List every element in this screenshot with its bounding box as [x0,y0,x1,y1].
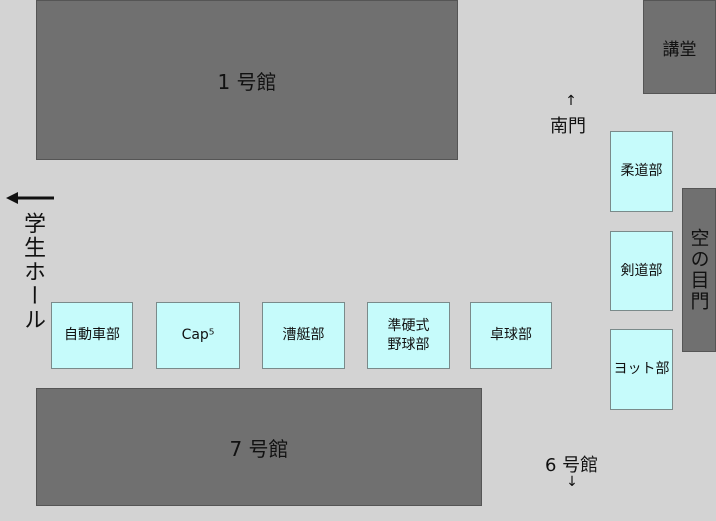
building-6-label: 6 号館 [545,455,599,476]
south-gate-label: 南門 [550,116,586,137]
south-gate-up-arrow-icon: ↑ [565,93,577,109]
club-yacht: ヨット部 [610,329,673,410]
club-cap5-label: Cap⁵ [181,327,215,343]
club-rowing-label: 漕艇部 [282,327,325,343]
building-7-label: 7 号館 [229,436,289,461]
sora-no-mema-gate: 空の目門 [682,188,716,352]
club-softball-baseball-line2: 野球部 [387,336,430,353]
club-judo-label: 柔道部 [620,163,663,179]
building-1-label: 1 号館 [217,69,277,94]
auditorium: 講堂 [643,0,716,94]
club-automobile: 自動車部 [51,302,133,369]
club-rowing: 漕艇部 [262,302,345,369]
student-hall-label: 学生ホール [20,212,45,332]
club-judo: 柔道部 [610,131,673,212]
auditorium-label: 講堂 [662,39,697,60]
club-yacht-label: ヨット部 [613,361,670,377]
club-softball-baseball: 準硬式 野球部 [367,302,450,369]
club-softball-baseball-line1: 準硬式 [387,317,430,334]
club-table-tennis: 卓球部 [470,302,552,369]
building-1: 1 号館 [36,0,458,160]
building-7: 7 号館 [36,388,482,506]
building-6-down-arrow-icon: ↓ [566,474,578,490]
sora-no-mema-label: 空の目門 [687,228,710,312]
club-cap5: Cap⁵ [156,302,240,369]
club-kendo: 剣道部 [610,231,673,311]
club-table-tennis-label: 卓球部 [490,327,532,343]
club-automobile-label: 自動車部 [64,327,120,343]
club-kendo-label: 剣道部 [620,262,663,279]
student-hall-left-arrow-icon [6,192,54,204]
